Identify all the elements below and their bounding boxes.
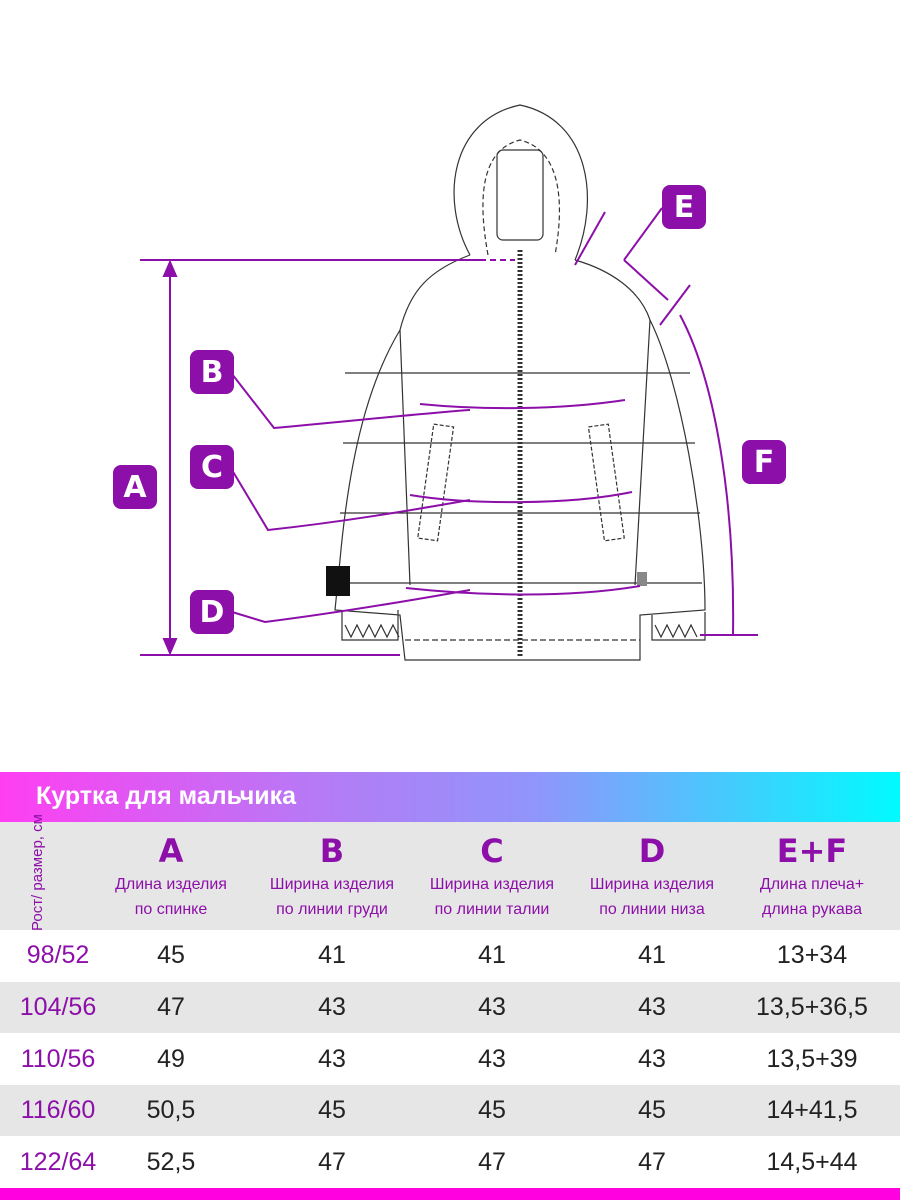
cell-ef: 13,5+36,5 [756,993,868,1021]
cell-ef: 13,5+39 [766,1045,858,1073]
patch [326,566,350,596]
bottom-bar [0,1188,900,1200]
cell-c: 43 [478,993,506,1021]
header-desc: Длина изделия [115,876,227,893]
cell-size: 104/56 [19,993,97,1021]
cell-size: 122/64 [19,1148,97,1176]
cell-d: 41 [638,941,666,969]
table-row: 104/56 47 43 43 43 13,5+36,5 [0,982,900,1033]
header-desc: Длина плеча+ [759,876,865,893]
label-e: E [662,185,706,229]
table-row: 122/64 52,5 47 47 47 14,5+44 [0,1137,900,1188]
header-desc: по линии груди [276,901,388,918]
size-column-header: Рост/ размер, см [29,814,46,931]
jacket-diagram: A B C D E F [113,104,786,661]
table-row: 110/56 49 43 43 43 13,5+39 [0,1034,900,1085]
cell-a: 47 [157,993,185,1021]
header-desc: Ширина изделия [269,876,395,893]
cell-d: 43 [638,1045,666,1073]
header-d: D Ширина изделия по линии низа [572,822,732,922]
cell-a: 50,5 [146,1096,196,1124]
cell-c: 45 [478,1096,506,1124]
header-letter: D [638,832,666,870]
header-letter: B [319,832,345,870]
header-desc: Ширина изделия [429,876,555,893]
cell-a: 45 [157,941,185,969]
cell-a: 49 [157,1045,185,1073]
jacket-drawing [140,104,758,661]
cell-d: 45 [638,1096,666,1124]
cell-size: 98/52 [26,941,90,969]
header-b: B Ширина изделия по линии груди [252,822,412,922]
table-header: Рост/ размер, см A Длина изделия по спинке… [0,814,900,931]
cell-b: 45 [318,1096,346,1124]
header-letter: E+F [776,832,848,870]
label-a: A [113,465,157,509]
header-ef: E+F Длина плеча+ длина рукава [732,822,892,922]
cell-ef: 14,5+44 [766,1148,858,1176]
table-title-bar: Куртка для мальчика [0,772,900,822]
header-c: C Ширина изделия по линии талии [412,822,572,922]
label-b: B [190,350,234,394]
header-a: A Длина изделия по спинке [91,822,251,922]
table-row: 98/52 45 41 41 41 13+34 [0,930,900,981]
cell-b: 43 [318,1045,346,1073]
cell-size: 110/56 [20,1045,96,1073]
cell-d: 47 [638,1148,666,1176]
header-desc: по линии низа [599,901,705,918]
cell-ef: 14+41,5 [766,1096,858,1124]
header-desc: по линии талии [434,901,550,918]
label-f: F [742,440,786,484]
header-letter: C [480,832,504,870]
cell-c: 47 [478,1148,506,1176]
cell-a: 52,5 [146,1148,196,1176]
table-title: Куртка для мальчика [36,782,297,810]
header-desc: по спинке [134,901,208,918]
cell-ef: 13+34 [776,941,848,969]
cell-c: 41 [478,941,506,969]
header-desc: Ширина изделия [589,876,715,893]
table-row: 116/60 50,5 45 45 45 14+41,5 [0,1085,900,1136]
label-c: C [190,445,234,489]
cell-d: 43 [638,993,666,1021]
cell-b: 43 [318,993,346,1021]
cell-b: 47 [318,1148,346,1176]
cell-b: 41 [318,941,346,969]
cell-size: 116/60 [20,1096,96,1124]
cell-c: 43 [478,1045,506,1073]
header-letter: A [158,832,184,870]
header-desc: длина рукава [762,901,862,918]
label-d: D [190,590,234,634]
